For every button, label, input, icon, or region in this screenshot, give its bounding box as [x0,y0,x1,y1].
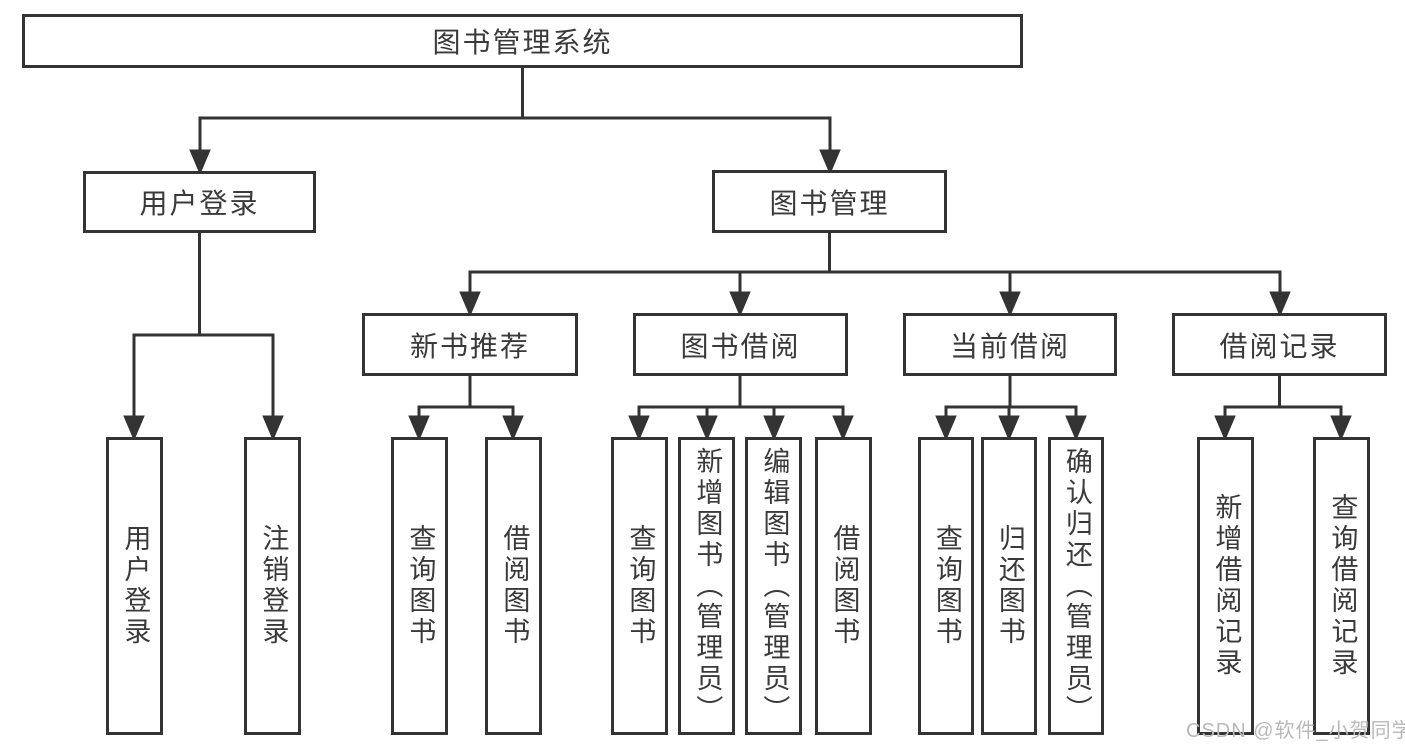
leaf-label: 查询借阅记录 [1327,493,1358,679]
node-label: 图书管理 [769,187,890,219]
leaf-label: 归还图书 [994,524,1025,648]
node-current-borrowing: 当前借阅 [903,313,1117,376]
connector-arrowhead [763,415,785,441]
leaf-label: 注销登录 [258,524,289,648]
connector-arrowhead [502,415,524,441]
connector-arrowhead [1214,415,1236,441]
leaf-borrow-borrow-books: 借阅图书 [815,437,872,735]
leaf-current-return-books: 归还图书 [981,437,1037,735]
leaf-user-login: 用户登录 [106,437,163,735]
connector-arrowhead [998,415,1020,441]
node-user-login: 用户登录 [83,171,316,233]
connectors-root-to-level2 [189,68,841,175]
node-library-system: 图书管理系统 [22,14,1023,68]
connector-arrowhead [123,415,145,441]
connectors-book-management-to-level3 [459,233,1291,317]
connector-arrowhead [819,149,841,175]
node-label: 用户登录 [139,188,260,219]
connector-arrowhead [189,149,211,175]
node-new-book-recommendation: 新书推荐 [362,313,578,376]
leaf-records-query-record: 查询借阅记录 [1313,437,1370,735]
connector-arrowhead [729,291,751,317]
node-label: 新书推荐 [409,330,530,362]
csdn-watermark: CSDN @软件_小贺同学 [1186,720,1405,742]
connector-arrowhead [1269,291,1291,317]
leaf-current-confirm-return-admin: 确认归还（管理员） [1048,437,1104,735]
leaf-borrow-query-books: 查询图书 [611,437,668,735]
connector-arrowhead [1065,415,1087,441]
leaf-label: 查询图书 [931,524,962,648]
leaf-recommend-borrow-books: 借阅图书 [485,437,542,735]
connectors-book-borrowing-to-leaves [628,376,854,441]
leaf-borrow-edit-books-admin: 编辑图书（管理员） [745,437,802,735]
leaf-label: 编辑图书（管理员） [759,446,790,726]
connectors-user-login-to-leaves [123,233,284,441]
node-label: 当前借阅 [949,330,1070,362]
node-book-management: 图书管理 [712,170,947,233]
connector-arrowhead [262,415,284,441]
connectors-new-book-to-leaves [408,376,524,441]
leaf-logout: 注销登录 [244,437,301,735]
leaf-current-query-books: 查询图书 [918,437,974,735]
connector-arrowhead [999,291,1021,317]
connectors-borrowing-records-to-leaves [1214,376,1352,441]
leaf-label: 借阅图书 [499,524,530,648]
leaf-label: 查询图书 [625,524,656,648]
node-borrowing-records: 借阅记录 [1172,313,1387,376]
leaf-label: 用户登录 [120,524,151,648]
connector-arrowhead [696,415,718,441]
leaf-label: 借阅图书 [829,524,860,648]
connector-arrowhead [459,291,481,317]
connectors-current-borrowing-to-leaves [935,376,1087,441]
connector-arrowhead [408,415,430,441]
connector-arrowhead [628,415,650,441]
connector-arrowhead [832,415,854,441]
node-label: 借阅记录 [1219,330,1340,362]
node-book-borrowing: 图书借阅 [633,313,848,376]
connector-arrowhead [1330,415,1352,441]
leaf-label: 确认归还（管理员） [1061,446,1092,726]
node-label: 图书借阅 [680,330,801,362]
leaf-recommend-query-books: 查询图书 [391,437,448,735]
connector-arrowhead [935,415,957,441]
node-label: 图书管理系统 [432,27,613,58]
leaf-label: 新增借阅记录 [1211,493,1242,679]
leaf-label: 查询图书 [405,524,436,648]
leaf-label: 新增图书（管理员） [692,446,723,726]
leaf-records-add-record: 新增借阅记录 [1197,437,1254,735]
leaf-borrow-add-books-admin: 新增图书（管理员） [678,437,735,735]
